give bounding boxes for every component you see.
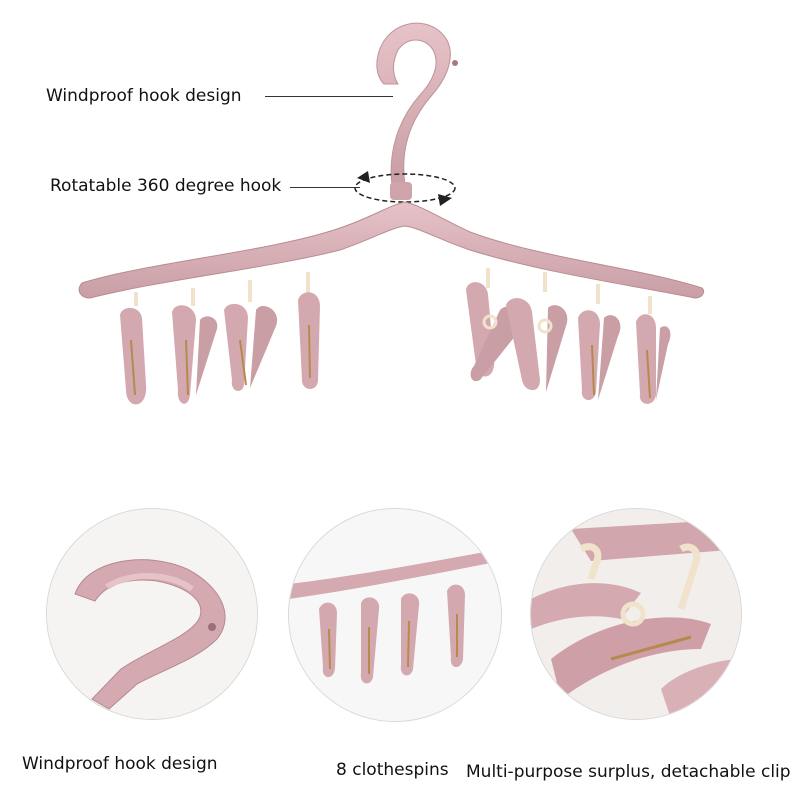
callout-hook-label: Windproof hook design bbox=[46, 86, 242, 106]
clip-closeup-image bbox=[531, 509, 741, 719]
callout-rotate-label: Rotatable 360 degree hook bbox=[50, 176, 282, 196]
caption-clip: Multi-purpose surplus, detachable clip bbox=[466, 762, 791, 782]
detail-hook-circle bbox=[46, 508, 258, 720]
detail-clothespins-circle bbox=[288, 508, 502, 722]
caption-hook: Windproof hook design bbox=[22, 754, 218, 774]
clothespins-right bbox=[466, 268, 671, 404]
clothespins-left bbox=[120, 272, 320, 405]
detail-clip-circle bbox=[530, 508, 742, 720]
callout-hook-leader bbox=[265, 96, 393, 97]
hook-shape bbox=[376, 22, 451, 186]
clothespins-closeup-image bbox=[289, 509, 501, 721]
hook-closeup-image bbox=[47, 509, 257, 719]
caption-clothespins: 8 clothespins bbox=[336, 760, 449, 780]
hanger-bar bbox=[78, 201, 705, 299]
callout-rotate-leader bbox=[290, 187, 360, 188]
rotation-arrow-icon bbox=[354, 173, 456, 203]
